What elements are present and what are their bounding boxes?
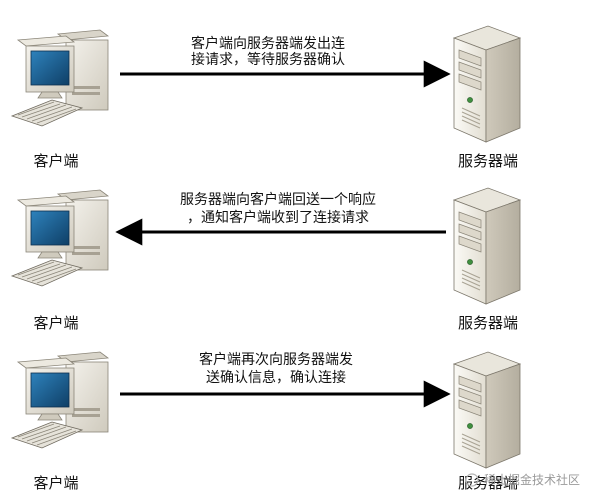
server-icon	[453, 25, 521, 143]
client-label: 客户端	[33, 474, 78, 492]
watermark-text: 稀土掘金技术社区	[484, 472, 580, 487]
row-1: 客户端 客户端向服务器端发出连 接请求，等待服务器确认 服务器端	[11, 25, 521, 170]
message-line-2: 送确认信息，确认连接	[206, 369, 346, 386]
client-computer-icon	[11, 189, 109, 287]
message-line-1: 客户端再次向服务器端发	[199, 351, 353, 368]
server-label: 服务器端	[458, 474, 518, 492]
server-icon	[453, 351, 521, 469]
message-line-1: 服务器端向客户端回送一个响应	[180, 191, 376, 208]
server-label: 服务器端	[458, 152, 518, 170]
client-label: 客户端	[33, 314, 78, 332]
server-icon	[453, 187, 521, 305]
client-label: 客户端	[33, 152, 78, 170]
message-line-2: 接请求，等待服务器确认	[191, 51, 345, 68]
message-line-1: 客户端向服务器端发出连	[191, 35, 345, 52]
message-line-2: ，通知客户端收到了连接请求	[187, 209, 369, 226]
client-computer-icon	[11, 351, 109, 449]
client-computer-icon	[11, 29, 109, 127]
watermark: 稀土掘金技术社区	[465, 472, 580, 487]
server-label: 服务器端	[458, 314, 518, 332]
row-3: 客户端 客户端再次向服务器端发 送确认信息，确认连接 服务器端	[11, 351, 521, 492]
row-2: 客户端 服务器端向客户端回送一个响应 ，通知客户端收到了连接请求 服务器端	[11, 187, 521, 332]
watermark-logo-icon	[465, 473, 479, 487]
